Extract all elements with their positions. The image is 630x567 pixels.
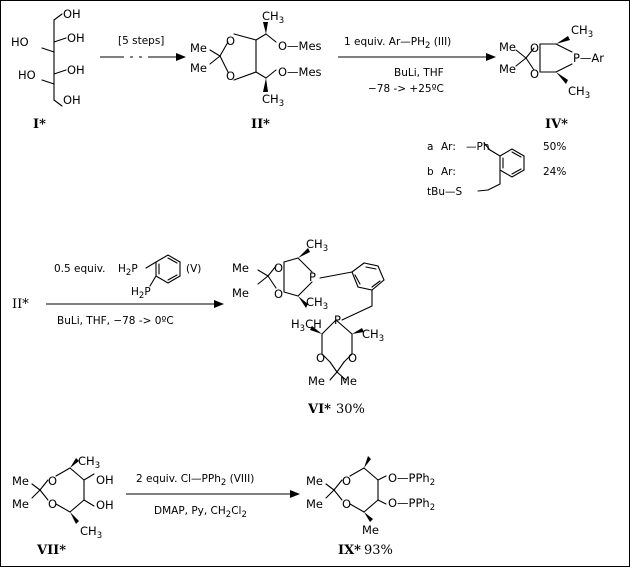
atom-label: O—Mes (278, 39, 322, 53)
reagent-V-structure (145, 254, 181, 287)
reaction-3-conditions: BuLi, THF, −78 -> 0ºC (57, 315, 174, 327)
atom-label: HO (11, 35, 29, 49)
atom-label: OH (67, 31, 85, 45)
variant-b-letter: b (427, 166, 434, 178)
atom-label: O—PPh2 (388, 471, 435, 488)
atom-label: Me (190, 41, 207, 55)
atom-label: OH (96, 473, 114, 487)
compound-IV-structure: O O Me Me CH3 P—Ar CH3 (499, 23, 604, 101)
atom-label: O (226, 34, 235, 48)
compound-IX-structure: O O Me Me O—PPh2 O—PPh2 Me (306, 456, 435, 537)
atom-label: CH3 (306, 295, 328, 312)
atom-label: O—PPh2 (388, 496, 435, 513)
compound-VI-structure: O O Me Me CH3 P CH3 P H3CH CH3 O O Me Me (232, 237, 385, 388)
reagent-V-ph-group: H2P (118, 263, 138, 278)
atom-label: OH (96, 498, 114, 512)
atom-label: OH (63, 7, 81, 21)
reaction-1-arrow (100, 53, 186, 61)
atom-label: O (530, 41, 539, 55)
reaction-3-start: II* (12, 297, 29, 312)
compound-I-structure: OH OH OH OH HO HO (11, 7, 85, 107)
reaction-1-condition: [5 steps] (118, 35, 164, 47)
variant-a-group: —Ph (466, 141, 490, 153)
atom-label: O—Mes (278, 65, 322, 79)
atom-label: O (48, 474, 57, 488)
atom-label: CH3 (362, 327, 384, 344)
atom-label: Me (232, 261, 249, 275)
atom-label: Me (499, 40, 516, 54)
variant-b-yield: 24% (543, 166, 566, 178)
reaction-2-base: BuLi, THF (394, 67, 444, 79)
compound-VI-yield: 30% (336, 402, 365, 417)
reagent-V-ph-group: H2P (131, 286, 151, 301)
compound-VI-label: VI* (307, 402, 331, 417)
atom-label: P—Ar (573, 51, 604, 65)
reaction-4-conditions: DMAP, Py, CH2Cl2 (154, 505, 247, 520)
reaction-4-arrow (126, 490, 300, 498)
atom-label: O (274, 287, 283, 301)
atom-label: CH3 (262, 9, 284, 26)
atom-label: OH (67, 63, 85, 77)
atom-label: Me (190, 61, 207, 75)
atom-label: Me (12, 497, 29, 511)
compound-II-structure: O O Me Me CH3 O—Mes O—Mes CH3 (190, 9, 322, 109)
atom-label: O (342, 474, 351, 488)
atom-label: P (309, 270, 316, 284)
variant-b-substituent: tBu—S (427, 186, 462, 198)
atom-label: CH3 (306, 237, 328, 254)
atom-label: O (530, 67, 539, 81)
atom-label: Me (232, 286, 249, 300)
atom-label: O (342, 497, 351, 511)
atom-label: Me (308, 374, 325, 388)
atom-label: O (348, 351, 357, 365)
compound-I-label: I* (33, 117, 46, 132)
atom-label: O (48, 497, 57, 511)
compound-IX-label: IX* (338, 543, 361, 558)
reaction-3-arrow (46, 300, 224, 308)
variant-a-ar: Ar: (441, 141, 456, 153)
atom-label: P (334, 313, 341, 327)
reaction-3-amount: 0.5 equiv. (54, 263, 105, 275)
variant-b-ar: Ar: (441, 166, 456, 178)
atom-label: Me (306, 474, 323, 488)
reaction-4-reagent: 2 equiv. Cl—PPh2 (VIII) (136, 473, 254, 488)
atom-label: OH (63, 93, 81, 107)
atom-label: Me (340, 374, 357, 388)
atom-label: CH3 (78, 454, 100, 471)
variant-b-aryl-structure (477, 142, 525, 192)
compound-VII-structure: O O Me Me CH3 OH OH CH3 (12, 454, 114, 541)
compound-IV-label: IV* (545, 117, 568, 132)
atom-label: Me (362, 523, 379, 537)
atom-label: O (274, 261, 283, 275)
variant-a-yield: 50% (543, 141, 566, 153)
reaction-2-temperature: −78 -> +25ºC (368, 83, 444, 95)
atom-label: Me (499, 62, 516, 76)
atom-label: O (316, 351, 325, 365)
atom-label: CH3 (568, 84, 590, 101)
compound-II-label: II* (251, 117, 270, 132)
atom-label: HO (18, 68, 36, 82)
atom-label: Me (306, 497, 323, 511)
atom-label: O (226, 69, 235, 83)
compound-IX-yield: 93% (364, 543, 393, 558)
reaction-3-reagent: (V) (186, 263, 201, 275)
variant-a-letter: a (427, 141, 433, 153)
atom-label: CH3 (571, 23, 593, 40)
reaction-2-reagent: 1 equiv. Ar—PH2 (III) (344, 36, 451, 51)
atom-label: H3CH (291, 317, 322, 334)
atom-label: Me (12, 474, 29, 488)
atom-label: CH3 (262, 92, 284, 109)
atom-label: CH3 (80, 524, 102, 541)
compound-VII-label: VII* (36, 543, 66, 558)
reaction-2-arrow (338, 53, 496, 61)
